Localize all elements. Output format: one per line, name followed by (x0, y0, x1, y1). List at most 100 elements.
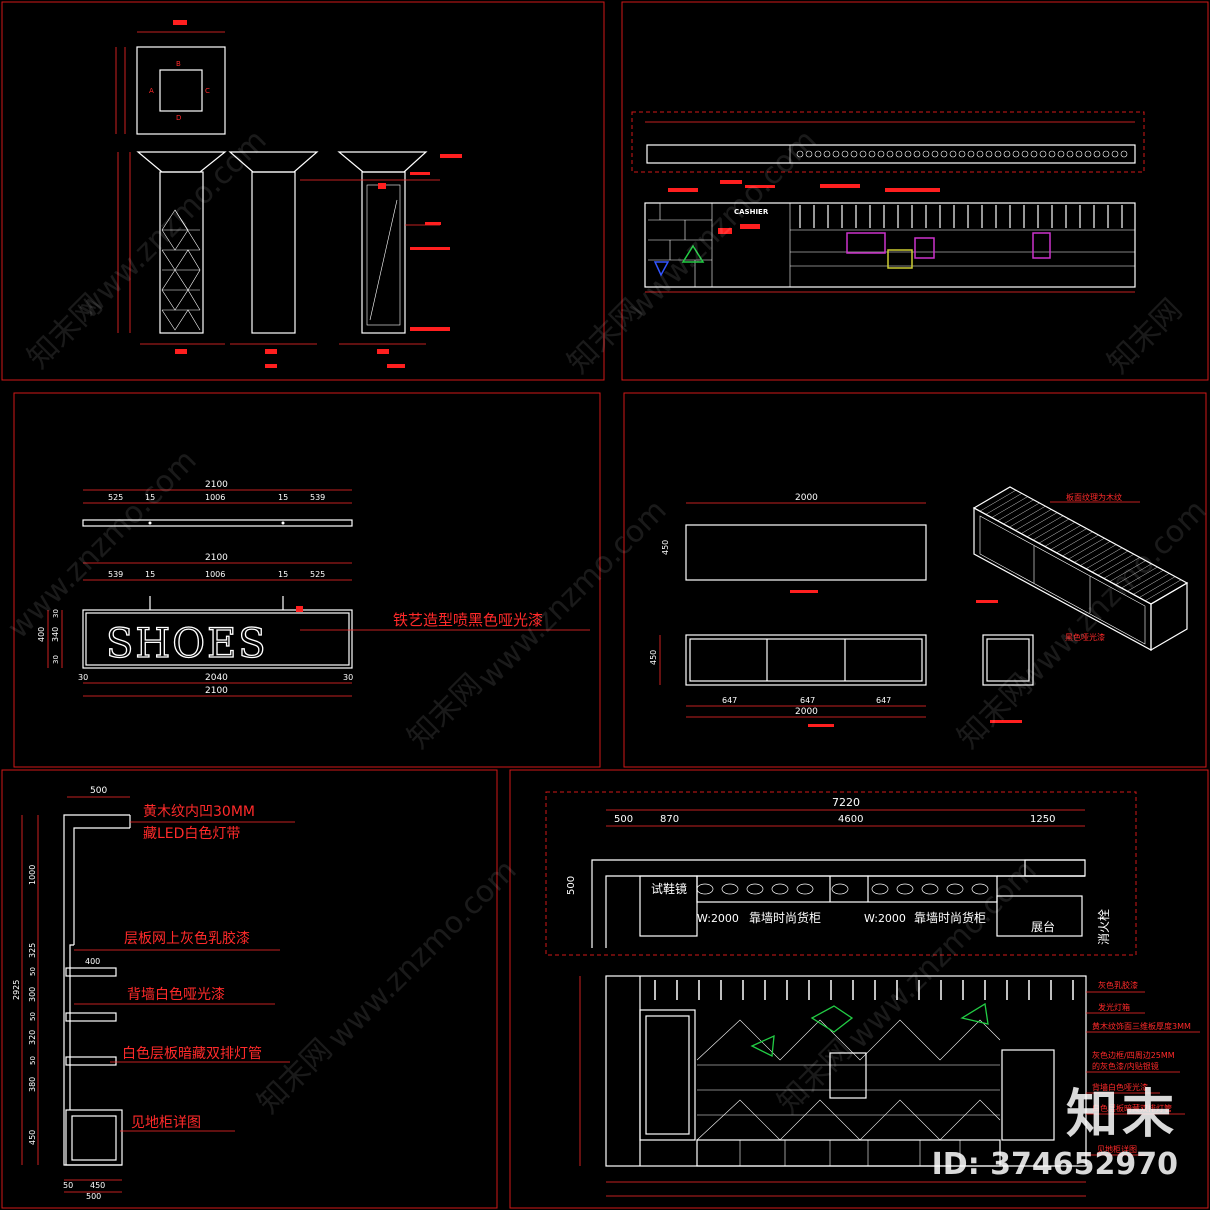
svg-text:647: 647 (722, 696, 737, 705)
svg-text:870: 870 (660, 814, 679, 825)
svg-text:灰色边框/四周边25MM: 灰色边框/四周边25MM (1092, 1050, 1175, 1060)
svg-text:www.znzmo.com: www.znzmo.com (841, 853, 1044, 1056)
svg-text:白色层板暗藏双排灯管: 白色层板暗藏双排灯管 (122, 1045, 262, 1062)
wood-grain-hatch (973, 486, 1182, 601)
svg-text:450: 450 (28, 1130, 37, 1145)
svg-text:www.znzmo.com: www.znzmo.com (71, 123, 274, 326)
svg-text:知末网: 知末网 (771, 1032, 859, 1120)
svg-text:647: 647 (800, 696, 815, 705)
svg-text:2040: 2040 (205, 673, 228, 683)
panel4-cabinet: 2000 647 647 647 2000 450 450 板面纹理为木纹 黑色… (649, 486, 1189, 727)
svg-text:2925: 2925 (12, 980, 21, 1000)
svg-text:525: 525 (310, 570, 325, 579)
svg-text:400: 400 (85, 957, 100, 966)
panel3-sign: 2100 525 15 1006 15 539 2100 539 15 1006… (37, 480, 590, 697)
svg-text:647: 647 (876, 696, 891, 705)
svg-text:30: 30 (52, 655, 60, 664)
shoe-icons-row (696, 883, 989, 895)
svg-text:30: 30 (343, 673, 353, 682)
svg-text:50: 50 (29, 1056, 37, 1065)
svg-text:15: 15 (278, 570, 288, 579)
svg-text:340: 340 (51, 627, 60, 642)
svg-text:1006: 1006 (205, 493, 225, 502)
svg-text:板面纹理为木纹: 板面纹理为木纹 (1066, 492, 1122, 502)
svg-text:灰色乳胶漆: 灰色乳胶漆 (1098, 980, 1138, 990)
svg-text:450: 450 (649, 650, 658, 665)
svg-text:15: 15 (145, 493, 155, 502)
svg-text:白色层板暗藏双排灯管: 白色层板暗藏双排灯管 (1092, 1103, 1172, 1113)
sign-text: SHOES (106, 621, 268, 667)
svg-text:50: 50 (63, 1181, 73, 1190)
panel6-plan-elevation: 7220 500 870 4600 1250 500 试鞋镜 W:2000 靠墙… (545, 791, 1200, 1197)
svg-text:的灰色漆/内贴银镜: 的灰色漆/内贴银镜 (1092, 1061, 1159, 1071)
svg-text:www.znzmo.com: www.znzmo.com (1, 443, 204, 646)
svg-text:黄木纹内凹30MM: 黄木纹内凹30MM (143, 803, 255, 820)
svg-text:www.znzmo.com: www.znzmo.com (321, 853, 524, 1056)
svg-text:W:2000: W:2000 (864, 912, 906, 925)
panel2-elevation: CASHIER (631, 111, 1145, 293)
svg-text:知末网: 知末网 (1101, 292, 1189, 380)
svg-text:www.znzmo.com: www.znzmo.com (471, 493, 674, 696)
svg-text:539: 539 (310, 493, 325, 502)
svg-text:500: 500 (614, 814, 633, 825)
brand-id: ID: 374652970 (931, 1147, 1178, 1182)
svg-text:2000: 2000 (795, 707, 818, 717)
svg-text:2100: 2100 (205, 553, 228, 563)
svg-text:发光灯箱: 发光灯箱 (1098, 1002, 1130, 1012)
plan-letter-d: D (176, 114, 181, 122)
svg-text:325: 325 (28, 943, 37, 958)
svg-text:15: 15 (145, 570, 155, 579)
svg-text:藏LED白色灯带: 藏LED白色灯带 (143, 825, 240, 842)
svg-text:15: 15 (278, 493, 288, 502)
svg-text:www.znzmo.com: www.znzmo.com (621, 123, 824, 326)
svg-text:W:2000: W:2000 (697, 912, 739, 925)
plan-letter-a: A (149, 87, 154, 95)
svg-text:黑色哑光漆: 黑色哑光漆 (1065, 632, 1105, 642)
soffit-lighting-row (796, 150, 1128, 158)
svg-text:试鞋镜: 试鞋镜 (651, 881, 687, 896)
svg-text:www.znzmo.com: www.znzmo.com (1011, 493, 1210, 696)
svg-text:500: 500 (86, 1192, 101, 1201)
plan-letter-b: B (176, 60, 181, 68)
brand-logo: 知末 (1065, 1085, 1178, 1145)
svg-text:靠墙时尚货柜: 靠墙时尚货柜 (749, 910, 821, 925)
p6-total: 7220 (832, 796, 860, 809)
svg-text:背墙白色哑光漆: 背墙白色哑光漆 (1092, 1082, 1148, 1092)
svg-text:320: 320 (28, 1030, 37, 1045)
p3-top-total: 2100 (205, 480, 228, 490)
svg-text:CASHIER: CASHIER (734, 208, 769, 216)
svg-text:黄木纹饰面三维板厚度3MM: 黄木纹饰面三维板厚度3MM (1092, 1021, 1191, 1031)
panel5-section: 500 黄木纹内凹30MM 藏LED白色灯带 层板网上灰色乳胶漆 背墙白色哑光漆… (12, 786, 295, 1201)
svg-text:1006: 1006 (205, 570, 225, 579)
svg-text:靠墙时尚货柜: 靠墙时尚货柜 (914, 910, 986, 925)
svg-text:见地柜详图: 见地柜详图 (131, 1115, 201, 1131)
svg-text:50: 50 (29, 967, 37, 976)
brand-watermark: 知末 ID: 374652970 (932, 1072, 1178, 1182)
ceiling-slats (654, 980, 1074, 1000)
svg-text:4600: 4600 (838, 814, 863, 825)
svg-text:380: 380 (28, 1077, 37, 1092)
svg-text:525: 525 (108, 493, 123, 502)
svg-text:知末网: 知末网 (401, 667, 489, 755)
svg-text:50: 50 (29, 1012, 37, 1021)
svg-text:500: 500 (566, 876, 577, 895)
svg-text:539: 539 (108, 570, 123, 579)
sign-note: 铁艺造型喷黑色哑光漆 (393, 611, 543, 629)
svg-text:层板网上灰色乳胶漆: 层板网上灰色乳胶漆 (124, 930, 250, 947)
svg-text:见地柜详图: 见地柜详图 (1097, 1144, 1137, 1154)
svg-text:300: 300 (28, 987, 37, 1002)
svg-text:450: 450 (90, 1181, 105, 1190)
svg-text:30: 30 (78, 673, 88, 682)
svg-text:1000: 1000 (28, 865, 37, 885)
svg-text:知末网: 知末网 (251, 1032, 339, 1120)
svg-text:2100: 2100 (205, 686, 228, 696)
vertical-slats (799, 205, 1123, 228)
svg-text:展台: 展台 (1031, 919, 1055, 934)
svg-text:400: 400 (37, 627, 46, 642)
svg-text:背墙白色哑光漆: 背墙白色哑光漆 (127, 986, 225, 1003)
svg-text:500: 500 (90, 786, 107, 796)
svg-text:30: 30 (52, 609, 60, 618)
svg-text:1250: 1250 (1030, 814, 1055, 825)
